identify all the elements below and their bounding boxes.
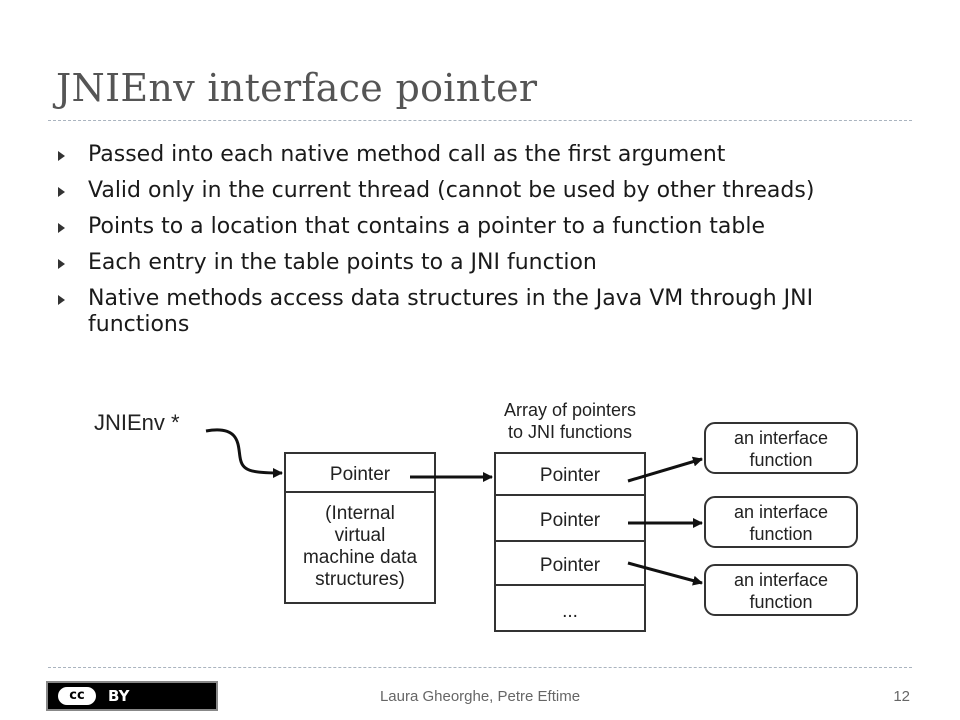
by-label: BY <box>108 687 130 705</box>
array-caption-line: Array of pointers <box>504 400 636 420</box>
cc-by-license-badge: cc BY <box>46 681 218 711</box>
internal-data-label-line: (Internal <box>325 503 395 524</box>
left-box-pointer-label: Pointer <box>330 464 391 485</box>
bullet-list: Passed into each native method call as t… <box>56 142 916 348</box>
page-number: 12 <box>893 688 910 705</box>
bullet-item: Native methods access data structures in… <box>56 286 916 338</box>
interface-function-label: function <box>749 450 812 470</box>
bullet-arrow-icon <box>58 151 65 161</box>
array-caption-line: to JNI functions <box>508 422 632 442</box>
slide-title: JNIEnv interface pointer <box>56 66 538 110</box>
cc-icon: cc <box>56 685 98 707</box>
jnienv-arrow <box>205 428 283 478</box>
internal-data-label-line: machine data <box>303 547 418 568</box>
table-cell-pointer: Pointer <box>540 510 601 531</box>
bullet-arrow-icon <box>58 187 65 197</box>
bullet-item: Each entry in the table points to a JNI … <box>56 250 916 276</box>
jnienv-label: JNIEnv * <box>94 410 180 435</box>
table-to-function-arrow <box>627 561 703 586</box>
table-to-function-arrow <box>627 456 703 483</box>
interface-function-label: an interface <box>734 502 828 522</box>
interface-function-label: an interface <box>734 570 828 590</box>
interface-function-box <box>704 422 858 474</box>
internal-data-label-line: structures) <box>315 569 405 590</box>
interface-function-label: function <box>749 592 812 612</box>
internal-data-label-line: virtual <box>335 525 386 546</box>
bullet-item: Points to a location that contains a poi… <box>56 214 916 240</box>
interface-function-box <box>704 564 858 616</box>
footer-divider <box>48 667 912 668</box>
bullet-arrow-icon <box>58 259 65 269</box>
title-divider <box>48 120 912 121</box>
table-cell-pointer: Pointer <box>540 555 601 576</box>
interface-function-label: function <box>749 524 812 544</box>
bullet-arrow-icon <box>58 295 65 305</box>
bullet-item: Passed into each native method call as t… <box>56 142 916 168</box>
jnienv-diagram: JNIEnv * Pointer (Internal virtual machi… <box>94 400 858 632</box>
interface-function-label: an interface <box>734 428 828 448</box>
table-cell-ellipsis: ... <box>562 601 578 622</box>
table-cell-pointer: Pointer <box>540 465 601 486</box>
bullet-arrow-icon <box>58 223 65 233</box>
footer-authors: Laura Gheorghe, Petre Eftime <box>379 688 581 705</box>
bullet-item: Valid only in the current thread (cannot… <box>56 178 916 204</box>
interface-function-box <box>704 496 858 548</box>
